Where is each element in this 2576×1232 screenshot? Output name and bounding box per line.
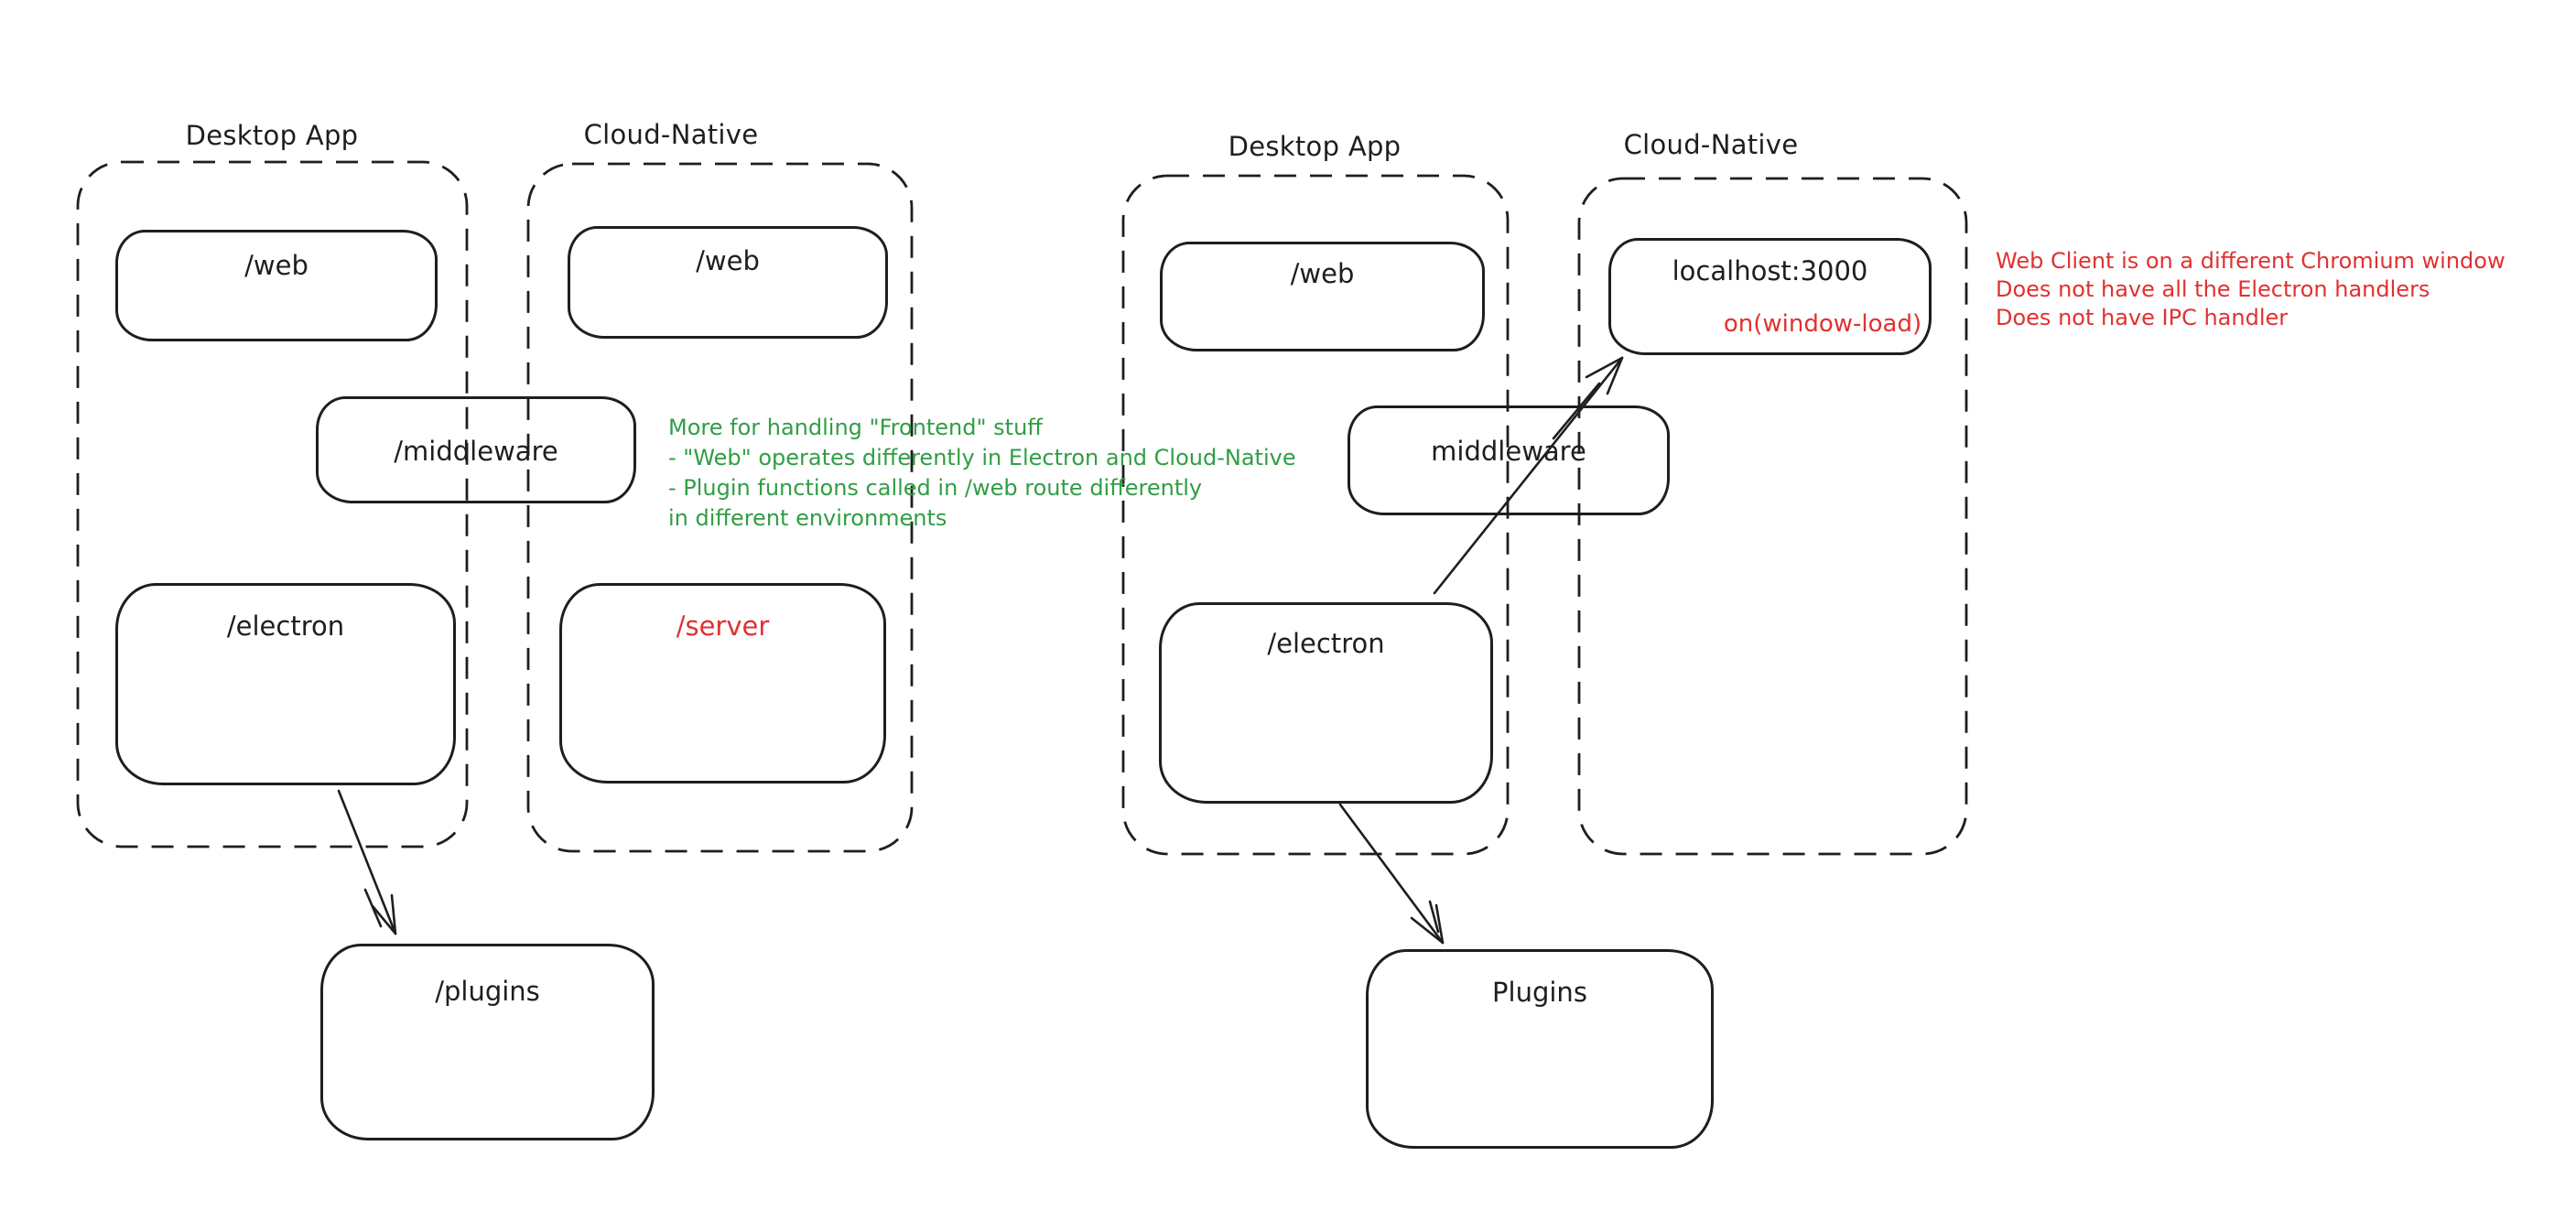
left-web-desktop-box: /web bbox=[115, 230, 438, 341]
left-cloud-native-title: Cloud-Native bbox=[583, 119, 759, 150]
left-web-cloud-box: /web bbox=[568, 226, 888, 339]
left-middleware-label: /middleware bbox=[394, 436, 558, 467]
right-plugins-box: Plugins bbox=[1366, 949, 1714, 1149]
left-web-cloud-label: /web bbox=[696, 245, 760, 276]
right-plugins-label: Plugins bbox=[1492, 977, 1587, 1008]
red-annotation-line: Web Client is on a different Chromium wi… bbox=[1996, 248, 2506, 274]
right-middleware-box: middleware bbox=[1348, 405, 1670, 515]
arrow-left-electron-to-plugins bbox=[337, 789, 397, 935]
right-localhost-box: localhost:3000 on(window-load) bbox=[1608, 238, 1932, 355]
right-electron-box: /electron bbox=[1159, 602, 1493, 804]
left-electron-box: /electron bbox=[115, 583, 456, 785]
left-desktop-app-container bbox=[76, 160, 469, 848]
right-desktop-app-title: Desktop App bbox=[1228, 131, 1402, 162]
red-annotation-line: Does not have IPC handler bbox=[1996, 305, 2289, 330]
right-middleware-label: middleware bbox=[1431, 436, 1586, 467]
arrow-right-electron-to-plugins bbox=[1338, 803, 1445, 945]
left-cloud-native-container bbox=[526, 162, 914, 853]
green-annotation-line: - Plugin functions called in /web route … bbox=[668, 475, 1203, 501]
right-cloud-native-container bbox=[1577, 177, 1968, 856]
green-annotation-line: More for handling "Frontend" stuff bbox=[668, 415, 1043, 440]
left-server-label: /server bbox=[676, 611, 770, 642]
right-cloud-native-title: Cloud-Native bbox=[1623, 129, 1799, 160]
right-web-box: /web bbox=[1160, 242, 1485, 351]
left-desktop-app-title: Desktop App bbox=[185, 120, 359, 151]
green-annotation-line: in different environments bbox=[668, 505, 947, 531]
left-web-desktop-label: /web bbox=[244, 250, 308, 281]
arrow-right-electron-to-localhost bbox=[1433, 356, 1624, 595]
right-localhost-label: localhost:3000 bbox=[1672, 255, 1868, 286]
left-electron-label: /electron bbox=[226, 611, 345, 642]
left-plugins-label: /plugins bbox=[435, 976, 540, 1007]
green-annotation-line: - "Web" operates differently in Electron… bbox=[668, 445, 1296, 470]
left-server-box: /server bbox=[559, 583, 886, 784]
left-middleware-box: /middleware bbox=[316, 396, 636, 503]
right-on-window-load-label: on(window-load) bbox=[1723, 310, 1922, 338]
red-annotation: Web Client is on a different Chromium wi… bbox=[1996, 247, 2506, 332]
red-annotation-line: Does not have all the Electron handlers bbox=[1996, 276, 2430, 302]
left-plugins-box: /plugins bbox=[320, 944, 655, 1140]
right-web-label: /web bbox=[1290, 258, 1355, 289]
right-electron-label: /electron bbox=[1267, 628, 1385, 659]
green-annotation: More for handling "Frontend" stuff - "We… bbox=[668, 413, 1296, 534]
